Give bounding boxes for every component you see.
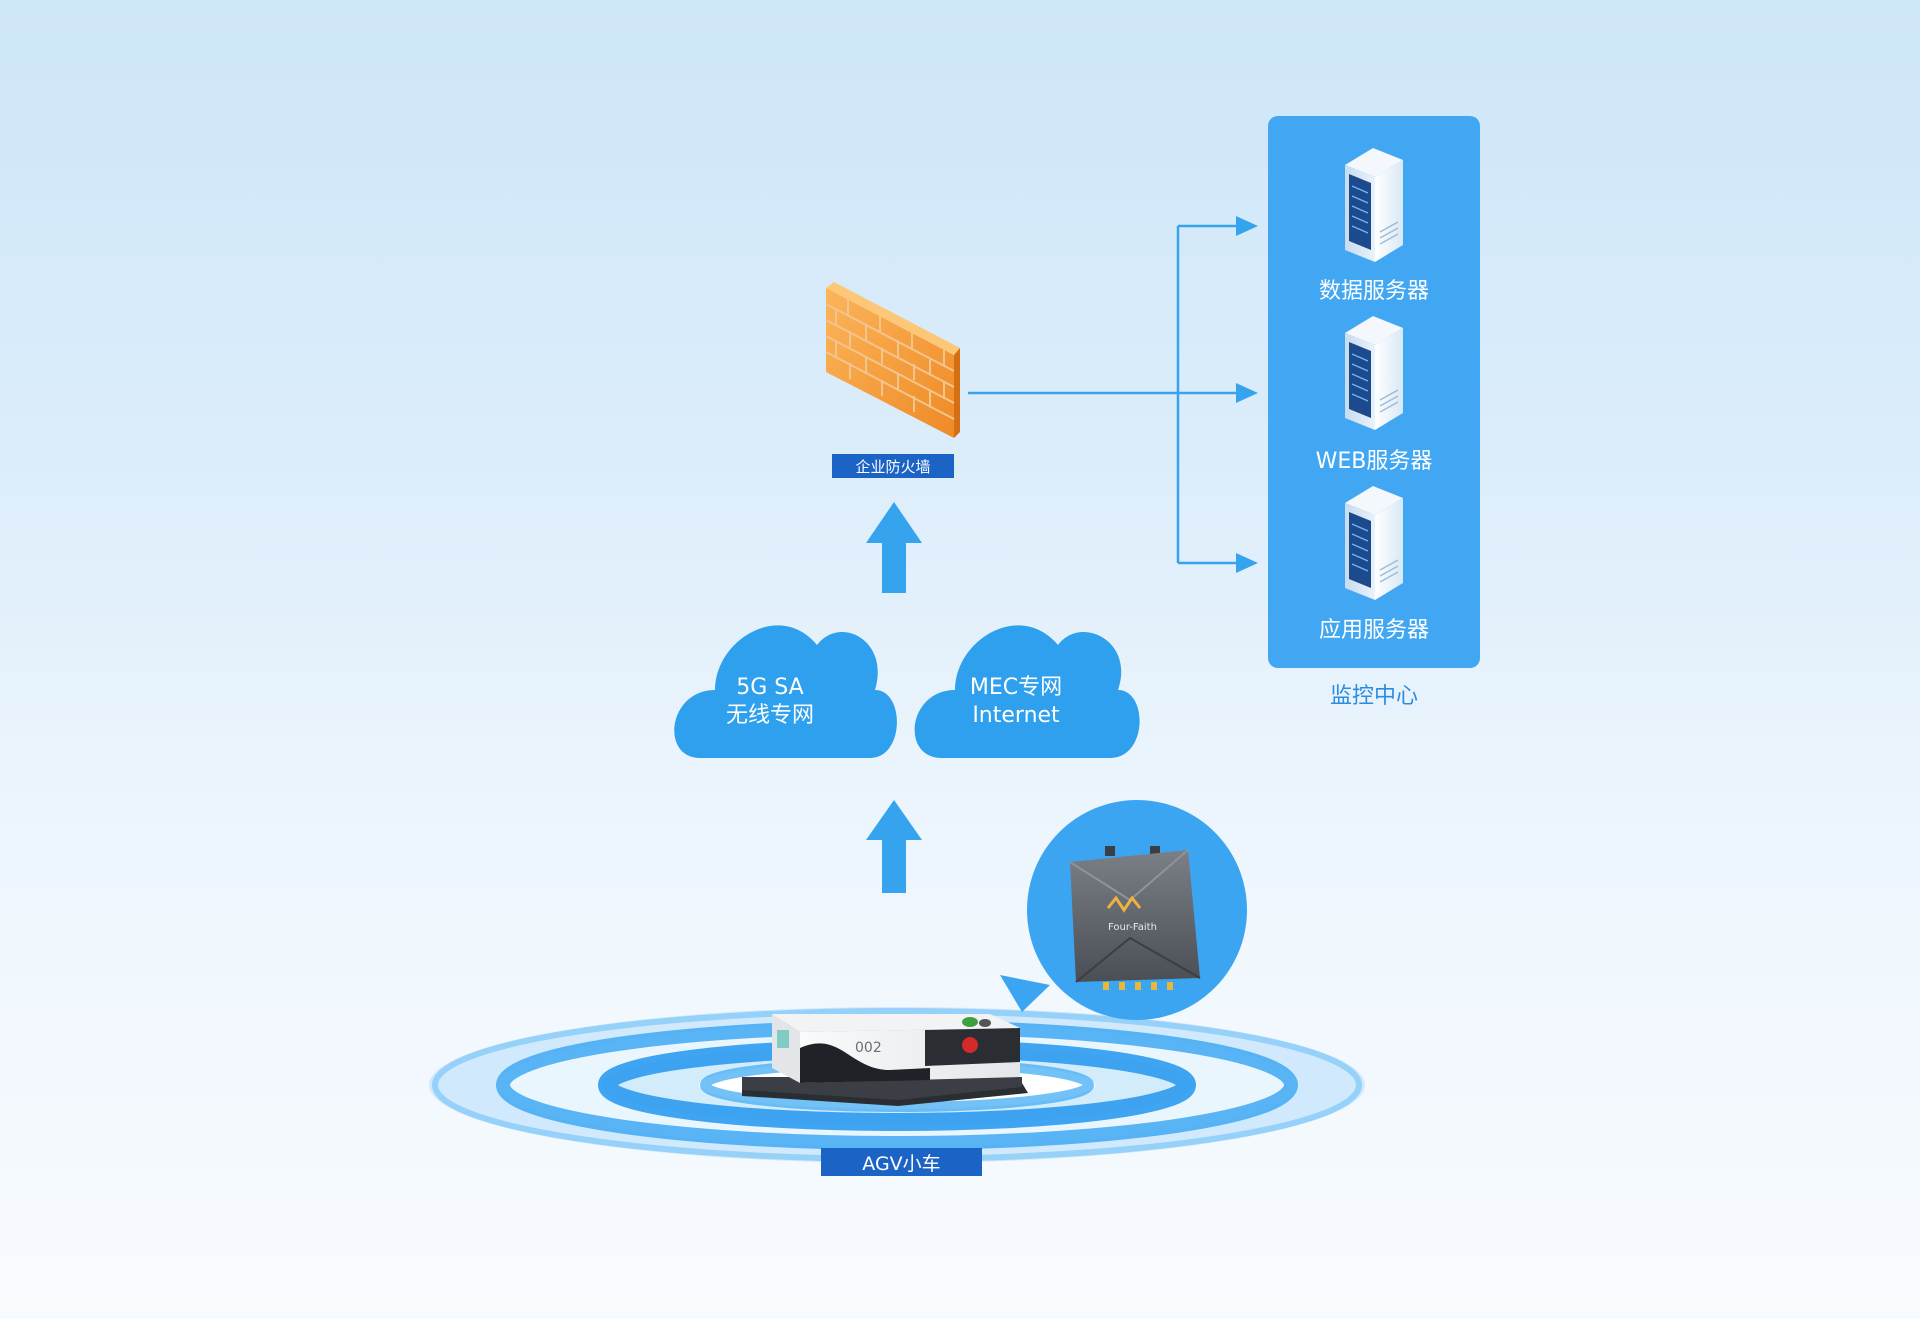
cloud-mec-text: MEC专网 Internet	[936, 674, 1096, 730]
server-label-app: 应用服务器	[1318, 618, 1429, 643]
cloud-icon	[674, 625, 897, 758]
firewall-label-text: 企业防火墙	[855, 457, 931, 476]
cloud-5g-sa-line2: 无线专网	[725, 703, 814, 728]
cloud-mec-line2: Internet	[972, 703, 1060, 728]
connector-arrowheads	[1236, 216, 1258, 573]
server-icon	[1345, 148, 1403, 262]
cloud-icon	[914, 625, 1140, 758]
router-brand: Four-Faith	[1108, 922, 1157, 933]
monitoring-caption: 监控中心	[1329, 684, 1418, 709]
server-label-data: 数据服务器	[1318, 279, 1429, 304]
firewall-label: 企业防火墙	[832, 454, 954, 478]
server-icon	[1345, 316, 1403, 430]
cloud-mec-line1: MEC专网	[969, 675, 1063, 700]
arrow-up-icon	[866, 502, 922, 593]
agv-icon: 002	[742, 1014, 1028, 1106]
server-label-web: WEB服务器	[1315, 449, 1433, 474]
agv-label-text: AGV小车	[862, 1152, 941, 1175]
agv-label: AGV小车	[821, 1148, 982, 1176]
router-icon: Four-Faith	[1069, 846, 1201, 990]
arrow-up-icon	[866, 800, 922, 893]
connector-lines	[968, 224, 1240, 565]
cloud-5g-sa-line1: 5G SA	[736, 675, 804, 700]
cloud-5g-sa-text: 5G SA 无线专网	[690, 674, 850, 730]
firewall-icon	[825, 282, 960, 438]
router-callout: Four-Faith	[1000, 800, 1247, 1020]
agv-number: 002	[855, 1040, 882, 1056]
server-icon	[1345, 486, 1403, 600]
